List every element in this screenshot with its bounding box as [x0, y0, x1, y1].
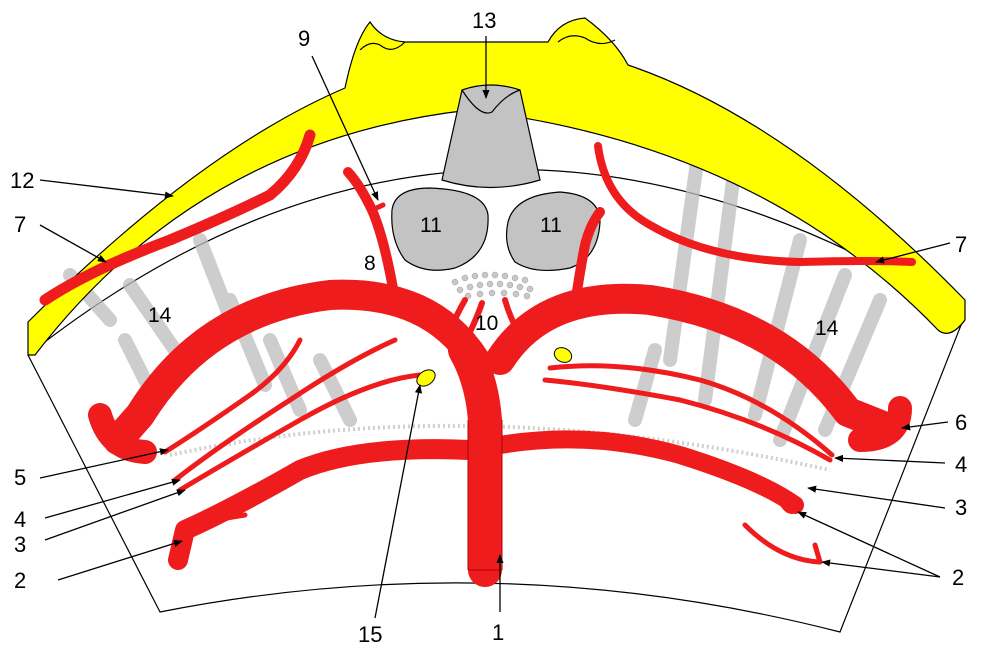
label-3-right: 3: [955, 495, 967, 520]
label-4-right: 4: [955, 452, 967, 477]
arrow-12: [40, 180, 173, 196]
label-9: 9: [298, 26, 310, 51]
label-6: 6: [955, 410, 967, 435]
label-7-right: 7: [955, 232, 967, 257]
label-11-right: 11: [540, 214, 562, 237]
label-14-right: 14: [815, 317, 839, 340]
label-12: 12: [10, 168, 34, 193]
label-7-left: 7: [14, 212, 26, 237]
label-11-left: 11: [420, 214, 442, 237]
label-8: 8: [364, 252, 376, 275]
label-15: 15: [358, 622, 382, 647]
label-14-left: 14: [148, 304, 172, 327]
label-10: 10: [475, 312, 498, 335]
label-3-left: 3: [14, 532, 26, 557]
label-5: 5: [14, 465, 26, 490]
arrow-7-left: [40, 225, 106, 262]
label-2-right: 2: [952, 565, 964, 590]
label-1: 1: [492, 620, 504, 645]
label-2-left: 2: [14, 568, 26, 593]
label-13: 13: [472, 8, 496, 33]
label-4-left: 4: [14, 507, 26, 532]
